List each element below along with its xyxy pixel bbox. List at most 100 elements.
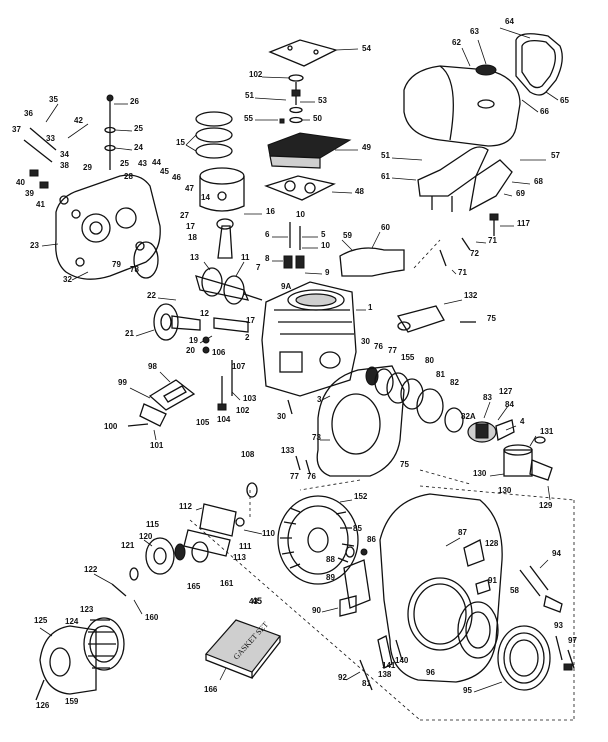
part-label-l126: 126 [36,701,50,710]
tank-bracket [391,146,546,212]
part-label-l19: 19 [189,336,198,345]
part-label-l9: 9 [325,268,330,277]
part-label-l9a: 9A [281,282,291,291]
part-label-l16: 16 [266,207,275,216]
part-label-l20: 20 [186,346,195,355]
part-label-l97: 97 [568,636,577,645]
part-label-l113: 113 [233,553,246,562]
part-label-l155: 155 [401,353,415,362]
camshaft [202,317,249,354]
part-label-l60: 60 [381,223,390,232]
part-label-l82a: 82A [461,412,476,421]
breather [127,371,196,441]
part-label-l30b: 30 [277,412,286,421]
part-label-l124: 124 [65,617,79,626]
part-label-l4: 4 [520,417,525,426]
part-label-l129: 129 [539,501,553,510]
part-label-l87: 87 [458,528,467,537]
part-label-l110: 110 [262,529,275,538]
part-label-l107: 107 [232,362,246,371]
part-label-l43b: 43 [249,597,258,606]
ignition-module [183,503,263,557]
crankshaft [195,261,263,305]
part-label-l159: 159 [65,697,79,706]
part-label-l63: 63 [470,27,479,36]
part-label-l83: 83 [483,393,492,402]
part-label-l82: 82 [450,378,459,387]
part-label-l25b: 25 [120,159,129,168]
part-label-l47: 47 [185,184,194,193]
part-label-l112: 112 [179,502,192,511]
part-label-l68: 68 [534,177,543,186]
part-label-l34: 34 [60,150,69,159]
part-label-l24: 24 [134,143,143,152]
part-label-l28: 28 [124,172,133,181]
part-label-l12: 12 [200,309,209,318]
fuel-pump [467,401,517,443]
part-label-l17a: 17 [186,222,195,231]
tank-bolts [439,213,514,275]
valve-stack [254,74,315,124]
part-label-l49: 49 [362,143,371,152]
part-label-l127: 127 [499,387,513,396]
part-label-l79: 79 [112,260,121,269]
gasket-set-box: GASKET SET [204,619,281,681]
part-label-l44: 44 [152,158,161,167]
part-label-l100: 100 [104,422,118,431]
part-label-l130b: 130 [498,486,512,495]
part-label-l6: 6 [265,230,270,239]
housing-plates [321,559,371,617]
blower-housing [379,493,503,683]
part-label-l104: 104 [217,415,231,424]
part-label-l5: 5 [321,230,326,239]
part-label-l17b: 17 [246,316,255,325]
pulley-left [135,297,213,344]
part-label-l89: 89 [326,573,335,582]
part-label-l76: 76 [374,342,383,351]
part-label-l7: 7 [256,263,261,272]
part-label-l11: 11 [241,253,250,262]
part-label-l39: 39 [25,189,34,198]
center-label: 45 [252,596,262,606]
part-label-l84: 84 [505,400,514,409]
part-label-l32: 32 [63,275,72,284]
part-label-l71a: 71 [488,236,497,245]
part-label-l61: 61 [381,172,390,181]
part-label-l102: 102 [249,70,263,79]
cylinder-head [267,132,358,169]
small-hardware [295,455,311,475]
part-label-l27: 27 [180,211,189,220]
part-label-l21: 21 [125,329,134,338]
part-label-l102b: 102 [236,406,250,415]
part-label-l105: 105 [196,418,210,427]
part-label-l53: 53 [318,96,327,105]
part-label-l138: 138 [378,670,392,679]
part-label-l161: 161 [220,579,234,588]
bolts-93-97 [555,635,575,671]
part-label-l64: 64 [505,17,514,26]
part-label-l91: 91 [488,576,497,585]
part-label-l22: 22 [147,291,156,300]
part-label-l75a: 75 [487,314,496,323]
valve-cover-plate [268,39,359,67]
rewind-starter [35,617,125,701]
part-label-l8: 8 [265,254,270,263]
baffle [339,231,405,277]
part-label-l108: 108 [241,450,255,459]
block-hardware [217,360,241,411]
part-label-l141: 141 [382,661,396,670]
part-label-l103: 103 [243,394,257,403]
part-label-l125: 125 [34,616,48,625]
part-label-l55: 55 [244,114,253,123]
linkage-bottom [345,635,403,691]
part-label-l37: 37 [12,125,21,134]
part-label-l14: 14 [201,193,210,202]
starter-parts [93,537,209,615]
part-label-l10: 10 [296,210,305,219]
part-label-l36: 36 [24,109,33,118]
part-label-l35: 35 [49,95,58,104]
routing-lines [189,239,575,721]
part-label-l46: 46 [172,173,181,182]
